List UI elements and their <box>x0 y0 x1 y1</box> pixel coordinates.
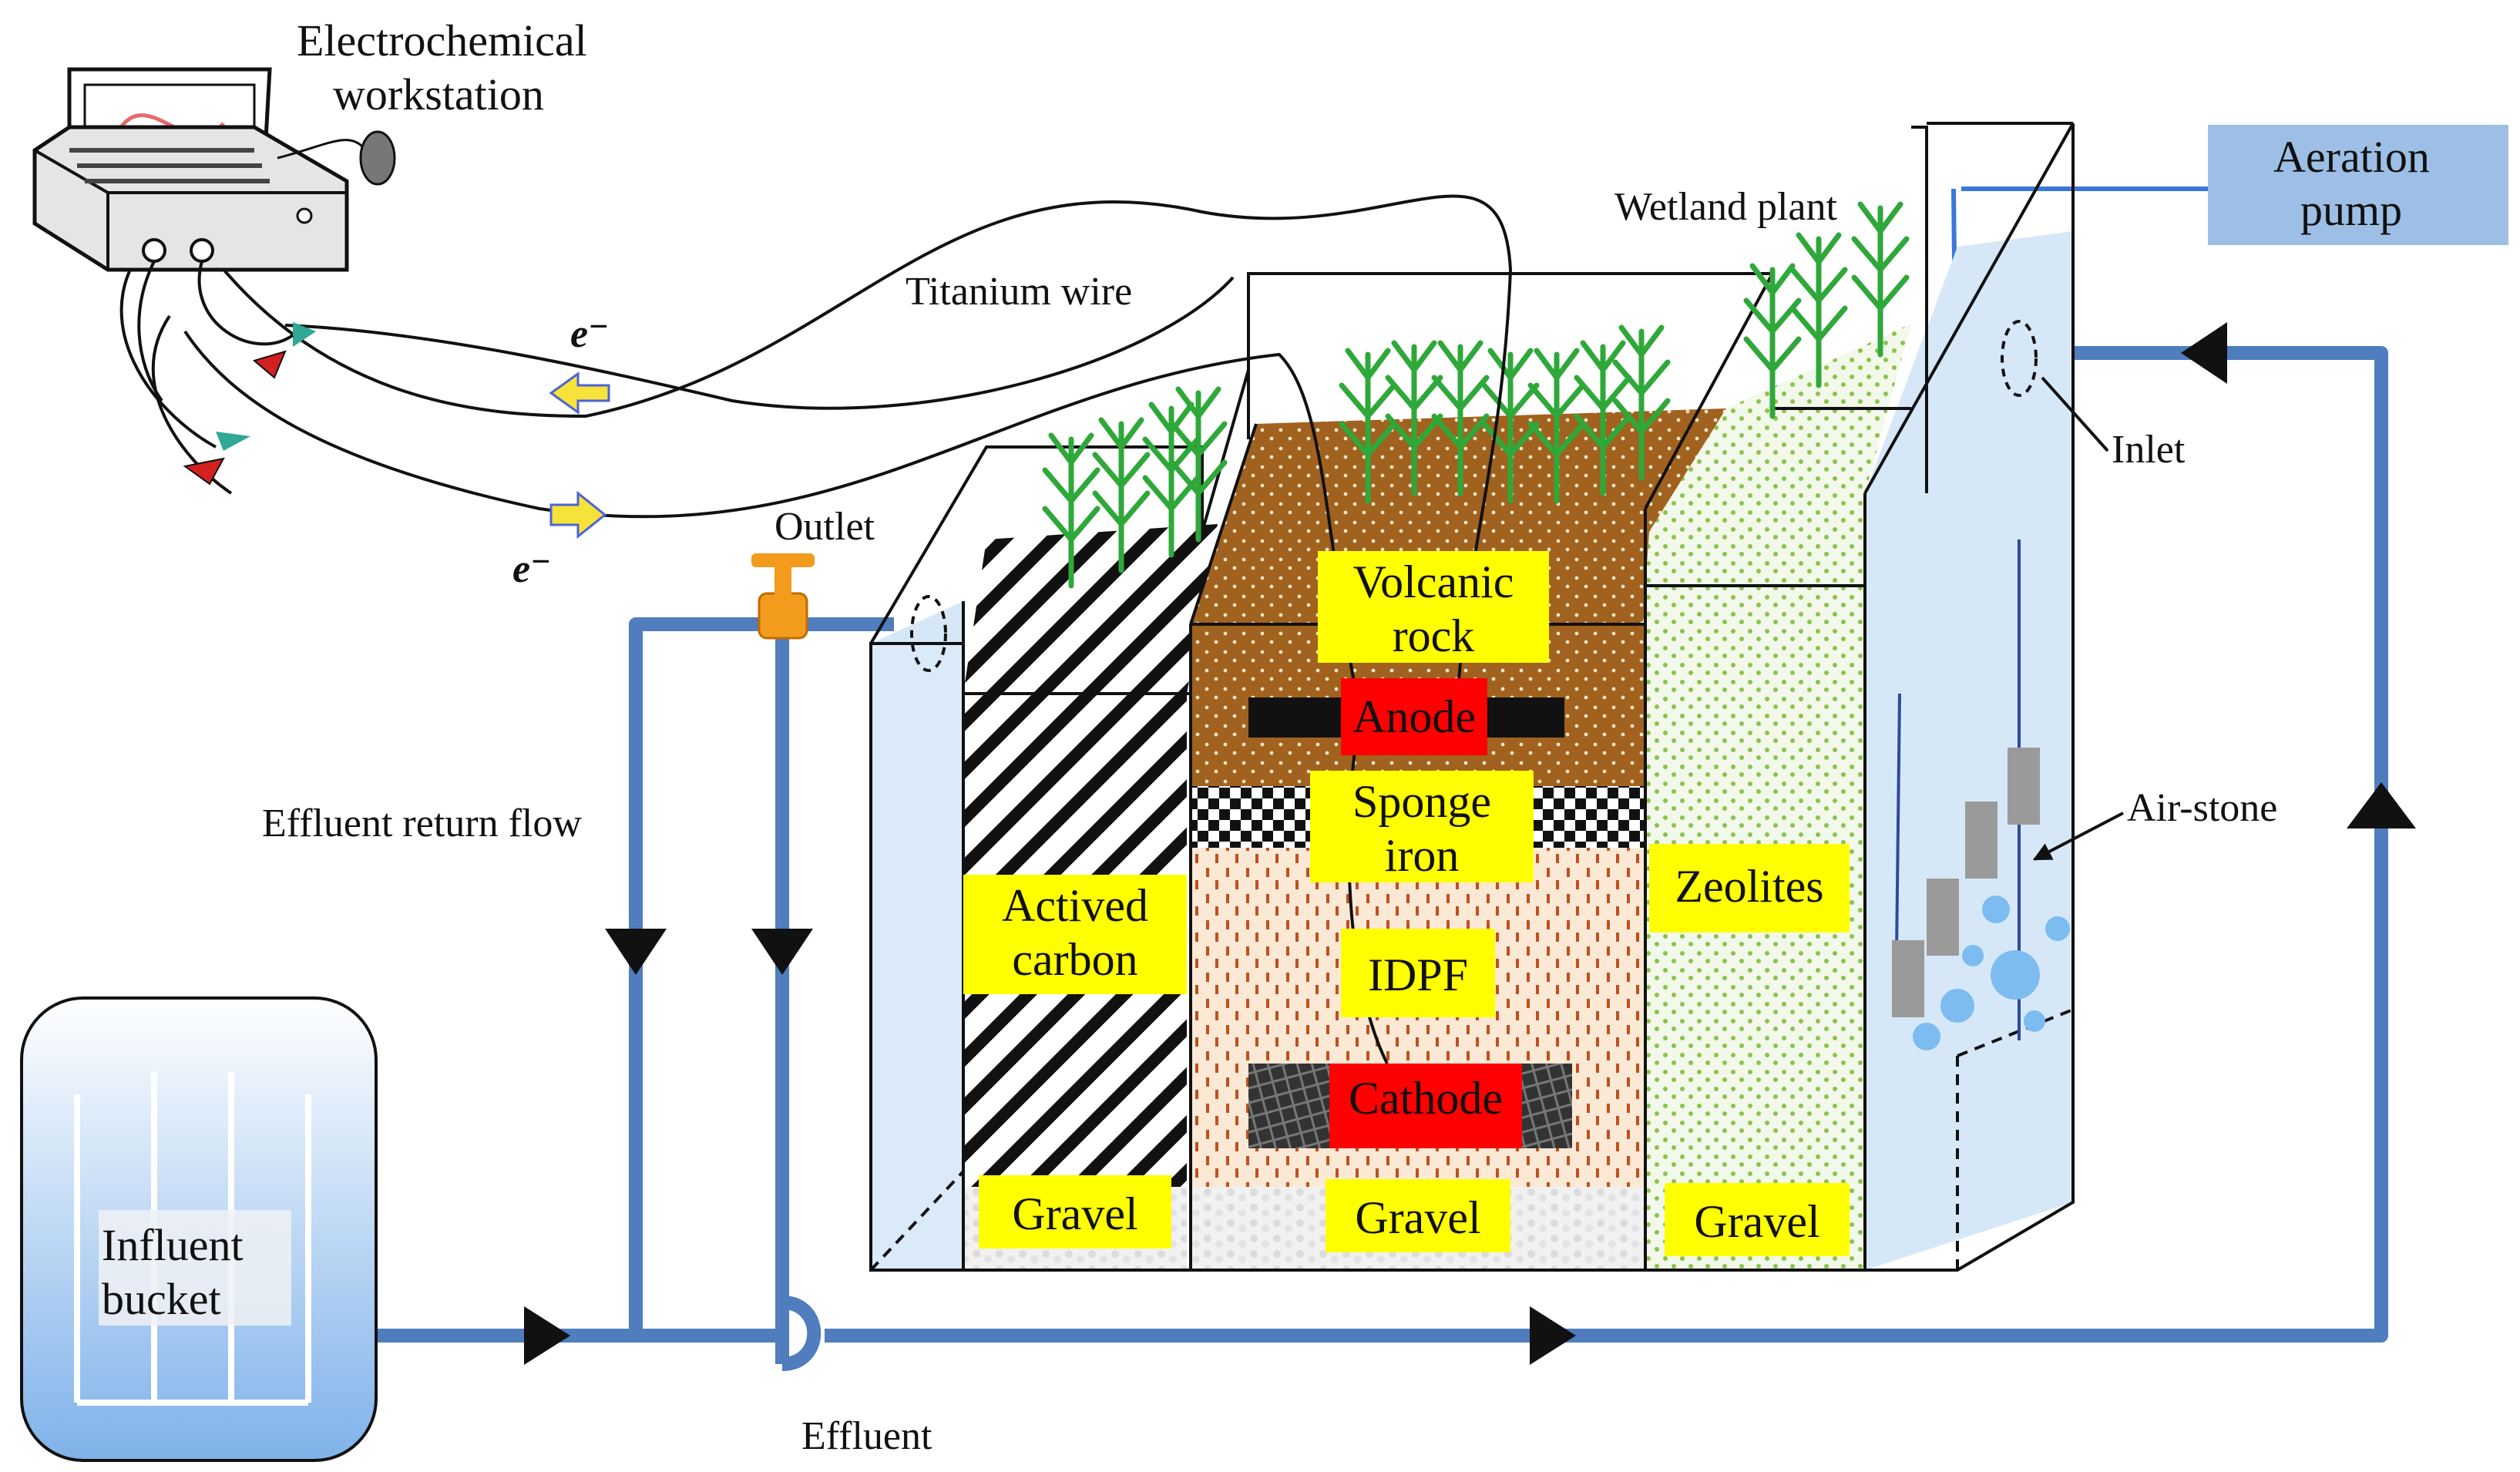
actived-carbon-label-2: carbon <box>1012 934 1137 985</box>
outlet-label: Outlet <box>774 505 875 549</box>
aeration-label-2: pump <box>2300 185 2402 235</box>
electrochemical-label-1: Electrochemical <box>297 15 587 66</box>
leader-lines <box>2032 376 2124 861</box>
electron-label-bottom: e⁻ <box>512 547 552 591</box>
aeration-assembly <box>1892 539 2070 1050</box>
cathode-label-box <box>1329 1064 1522 1148</box>
inlet-label: Inlet <box>2112 428 2186 472</box>
air-stone-label: Air-stone <box>2127 786 2277 830</box>
air-stone-2 <box>1927 879 1959 956</box>
gravel-middle-label: Gravel <box>1355 1192 1480 1243</box>
inlet-port <box>2001 320 2038 397</box>
effluent-label: Effluent <box>801 1414 932 1458</box>
media-label-boxes <box>963 551 1850 1256</box>
influent-label-2: bucket <box>102 1274 221 1324</box>
volcanic-rock-label-2: rock <box>1393 610 1475 661</box>
influent-label-1: Influent <box>102 1220 244 1270</box>
outlet-valve <box>751 553 815 640</box>
gravel-left-label: Gravel <box>1012 1188 1137 1239</box>
sponge-iron-label-1: Sponge <box>1352 776 1491 827</box>
aeration-label-1: Aeration <box>2273 132 2430 182</box>
electrochemical-label-2: workstation <box>333 69 544 119</box>
wetland-plant-label: Wetland plant <box>1614 185 1837 229</box>
flow-arrow-right-2 <box>1530 1306 1576 1365</box>
air-stone-3 <box>1965 802 1998 879</box>
anode-label-box <box>1341 678 1487 755</box>
aeration-pump-box <box>2208 125 2508 245</box>
mouse-cable <box>277 139 364 160</box>
zeolites-label: Zeolites <box>1675 861 1823 912</box>
flow-arrow-right-1 <box>524 1306 570 1365</box>
influent-bucket <box>20 996 378 1462</box>
cathode-label: Cathode <box>1349 1073 1503 1124</box>
electron-arrow-left <box>549 371 610 415</box>
gravel-right-label: Gravel <box>1694 1196 1819 1247</box>
actived-carbon-label-1: Actived <box>1002 880 1148 931</box>
flow-arrow-left <box>2181 322 2227 384</box>
air-stone-4 <box>2008 748 2040 825</box>
electron-label-top: e⁻ <box>570 312 610 356</box>
flow-arrow-down-return <box>605 929 667 975</box>
volcanic-rock-label-1: Volcanic <box>1353 556 1514 607</box>
outlet-port <box>910 595 947 672</box>
flow-arrows <box>524 322 2416 1365</box>
idpf-label: IDPF <box>1368 949 1468 1000</box>
wire-terminals <box>183 322 316 486</box>
flow-arrow-up <box>2347 782 2416 828</box>
electron-arrow-right <box>549 490 607 539</box>
air-stone-1 <box>1892 940 1924 1017</box>
sponge-iron-label-2: iron <box>1385 830 1460 881</box>
mouse-icon <box>359 130 396 186</box>
effluent-return-flow-label: Effluent return flow <box>262 802 582 845</box>
electrochemical-workstation <box>32 67 396 402</box>
flow-arrow-down-effluent <box>751 929 813 975</box>
titanium-wire-label: Titanium wire <box>906 270 1132 314</box>
anode-label: Anode <box>1352 691 1476 742</box>
